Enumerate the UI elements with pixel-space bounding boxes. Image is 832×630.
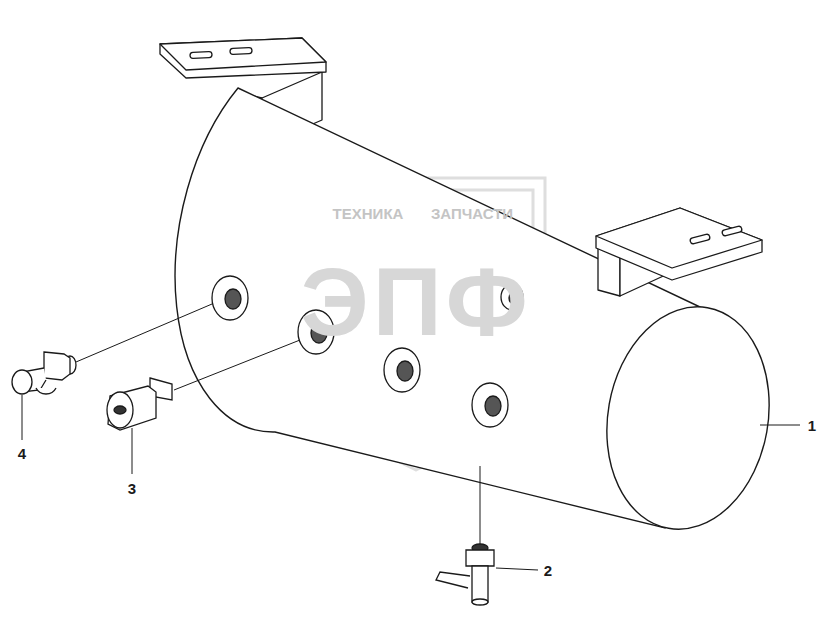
callout-number: 4 xyxy=(18,446,26,461)
drain-valve xyxy=(436,544,494,605)
callout-number: 1 xyxy=(808,418,816,433)
straight-fitting xyxy=(107,378,172,430)
watermark-text: ТЕХНИКА xyxy=(333,206,404,221)
watermark-text: ЗАПЧАСТИ xyxy=(431,206,513,221)
right-bracket xyxy=(596,208,762,296)
callout-number: 3 xyxy=(128,481,136,496)
callout-number: 2 xyxy=(544,563,552,578)
watermark-text: ЭПФ xyxy=(300,254,531,350)
tank-body xyxy=(175,88,786,542)
elbow-fitting xyxy=(12,352,76,394)
